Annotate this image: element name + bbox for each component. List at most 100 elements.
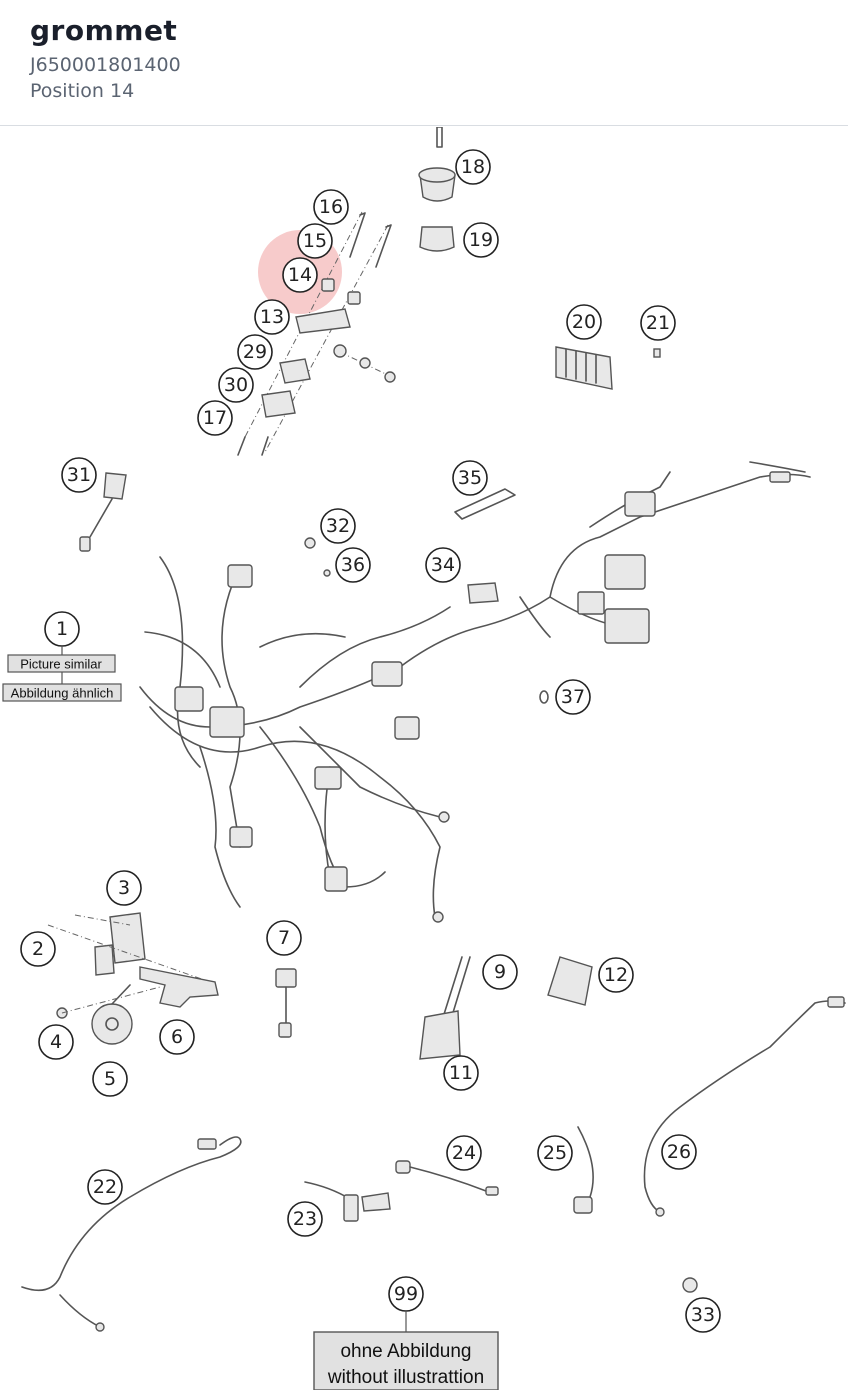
callout-32[interactable]: 32: [320, 508, 356, 544]
part-header: grommet J650001801400 Position 14: [0, 0, 848, 126]
part-7-drawing: [275, 968, 297, 1038]
callout-15[interactable]: 15: [297, 223, 333, 259]
svg-text:26: 26: [667, 1141, 691, 1163]
svg-text:16: 16: [319, 196, 343, 218]
callout-3[interactable]: 3: [106, 870, 142, 906]
svg-text:18: 18: [461, 156, 485, 178]
callout-99[interactable]: 99: [388, 1276, 424, 1312]
callout-12[interactable]: 12: [598, 957, 634, 993]
callout-14[interactable]: 14: [282, 257, 318, 293]
svg-text:3: 3: [118, 877, 130, 899]
part-31-drawing: [79, 472, 127, 552]
svg-text:29: 29: [243, 341, 267, 363]
svg-text:99: 99: [394, 1283, 418, 1305]
part-26-drawing: [643, 996, 846, 1217]
part-19-drawing: [419, 226, 455, 252]
callout-20[interactable]: 20: [566, 304, 602, 340]
part-36-drawing: [323, 569, 331, 577]
callout-31[interactable]: 31: [61, 457, 97, 493]
svg-text:22: 22: [93, 1176, 117, 1198]
svg-text:7: 7: [278, 927, 290, 949]
callout-29[interactable]: 29: [237, 334, 273, 370]
callout-11[interactable]: 11: [443, 1055, 479, 1091]
note-without-illustration: ohne Abbildung without illustrattion: [313, 1331, 499, 1390]
part-24-drawing: [395, 1160, 499, 1196]
part-21-drawing: [653, 348, 661, 358]
svg-text:35: 35: [458, 467, 482, 489]
callout-1[interactable]: 1: [44, 611, 80, 647]
callout-9[interactable]: 9: [482, 954, 518, 990]
callout-36[interactable]: 36: [335, 547, 371, 583]
callout-13[interactable]: 13: [254, 299, 290, 335]
svg-text:without illustrattion: without illustrattion: [327, 1367, 484, 1388]
svg-text:34: 34: [431, 554, 455, 576]
svg-text:32: 32: [326, 515, 350, 537]
part-9-11-drawing: [419, 956, 471, 1060]
callout-6[interactable]: 6: [159, 1019, 195, 1055]
svg-text:4: 4: [50, 1031, 62, 1053]
part-33-drawing: [682, 1277, 698, 1293]
note-picture-similar: Picture similar: [7, 654, 116, 673]
callout-30[interactable]: 30: [218, 367, 254, 403]
svg-text:15: 15: [303, 230, 327, 252]
svg-text:11: 11: [449, 1062, 473, 1084]
callout-35[interactable]: 35: [452, 460, 488, 496]
callout-34[interactable]: 34: [425, 547, 461, 583]
horn-bracket-drawing: [47, 912, 219, 1045]
callout-24[interactable]: 24: [446, 1135, 482, 1171]
svg-text:6: 6: [171, 1026, 183, 1048]
callout-33[interactable]: 33: [685, 1297, 721, 1333]
svg-text:21: 21: [646, 312, 670, 334]
svg-text:37: 37: [561, 686, 585, 708]
callout-26[interactable]: 26: [661, 1134, 697, 1170]
part-12-drawing: [547, 956, 593, 1006]
part-32-drawing: [304, 537, 316, 549]
exploded-parts-diagram: 1 2 3 4 5 6 7 9 11 12 13 14 15 16 17 18 …: [2, 127, 846, 1390]
part-25-drawing: [573, 1126, 594, 1214]
svg-text:25: 25: [543, 1142, 567, 1164]
svg-text:17: 17: [203, 407, 227, 429]
svg-text:31: 31: [67, 464, 91, 486]
svg-text:5: 5: [104, 1068, 116, 1090]
svg-text:36: 36: [341, 554, 365, 576]
callout-18[interactable]: 18: [455, 149, 491, 185]
part-35-drawing: [454, 488, 516, 520]
part-20-drawing: [555, 346, 613, 390]
part-position: Position 14: [30, 80, 135, 102]
part-37-drawing: [539, 690, 549, 704]
svg-text:1: 1: [56, 618, 68, 640]
part-number: J650001801400: [30, 54, 181, 76]
callout-5[interactable]: 5: [92, 1061, 128, 1097]
svg-text:23: 23: [293, 1208, 317, 1230]
callout-17[interactable]: 17: [197, 400, 233, 436]
svg-text:9: 9: [494, 961, 506, 983]
callout-25[interactable]: 25: [537, 1135, 573, 1171]
svg-text:24: 24: [452, 1142, 476, 1164]
wiring-harness-drawing: [139, 461, 811, 923]
callout-21[interactable]: 21: [640, 305, 676, 341]
callout-37[interactable]: 37: [555, 679, 591, 715]
callout-2[interactable]: 2: [20, 931, 56, 967]
callout-23[interactable]: 23: [287, 1201, 323, 1237]
callout-16[interactable]: 16: [313, 189, 349, 225]
callout-22[interactable]: 22: [87, 1169, 123, 1205]
callout-7[interactable]: 7: [266, 920, 302, 956]
part-22-drawing: [21, 1136, 242, 1332]
part-23-drawing: [304, 1181, 391, 1222]
svg-text:19: 19: [469, 229, 493, 251]
svg-text:30: 30: [224, 374, 248, 396]
svg-text:14: 14: [288, 264, 312, 286]
svg-text:12: 12: [604, 964, 628, 986]
svg-text:13: 13: [260, 306, 284, 328]
callout-19[interactable]: 19: [463, 222, 499, 258]
callout-4[interactable]: 4: [38, 1024, 74, 1060]
part-title: grommet: [30, 14, 178, 47]
svg-text:33: 33: [691, 1304, 715, 1326]
part-34-drawing: [467, 582, 499, 604]
svg-text:20: 20: [572, 311, 596, 333]
svg-text:2: 2: [32, 938, 44, 960]
part-18-drawing: [418, 127, 456, 202]
note-abbildung-aehnlich: Abbildung ähnlich: [2, 683, 122, 702]
svg-text:ohne Abbildung: ohne Abbildung: [340, 1341, 471, 1362]
bracket-assembly-drawing: [237, 211, 396, 456]
